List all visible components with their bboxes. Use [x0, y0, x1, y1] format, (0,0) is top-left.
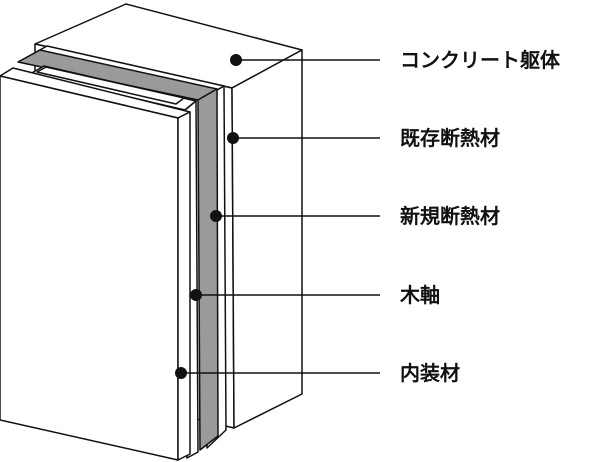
wood-frame-opening	[36, 66, 185, 105]
label-existing-insulation: 既存断熱材	[400, 126, 500, 150]
interior-finish-pointer-dot	[175, 367, 187, 379]
interior-finish-side	[177, 111, 191, 461]
concrete-side-face	[231, 49, 303, 429]
existing-insulation-pointer-dot	[227, 132, 239, 144]
label-interior-finish: 内装材	[400, 361, 460, 385]
label-wood-frame: 木軸	[400, 283, 440, 307]
label-new-insulation: 新規断熱材	[400, 204, 500, 228]
label-concrete-body: コンクリート躯体	[400, 48, 560, 72]
new-insulation-pointer-dot	[210, 210, 222, 222]
new-insulation-side	[197, 88, 219, 451]
interior-finish-front	[0, 75, 179, 461]
concrete-pointer-dot	[230, 54, 242, 66]
wood-frame-pointer-dot	[190, 289, 202, 301]
